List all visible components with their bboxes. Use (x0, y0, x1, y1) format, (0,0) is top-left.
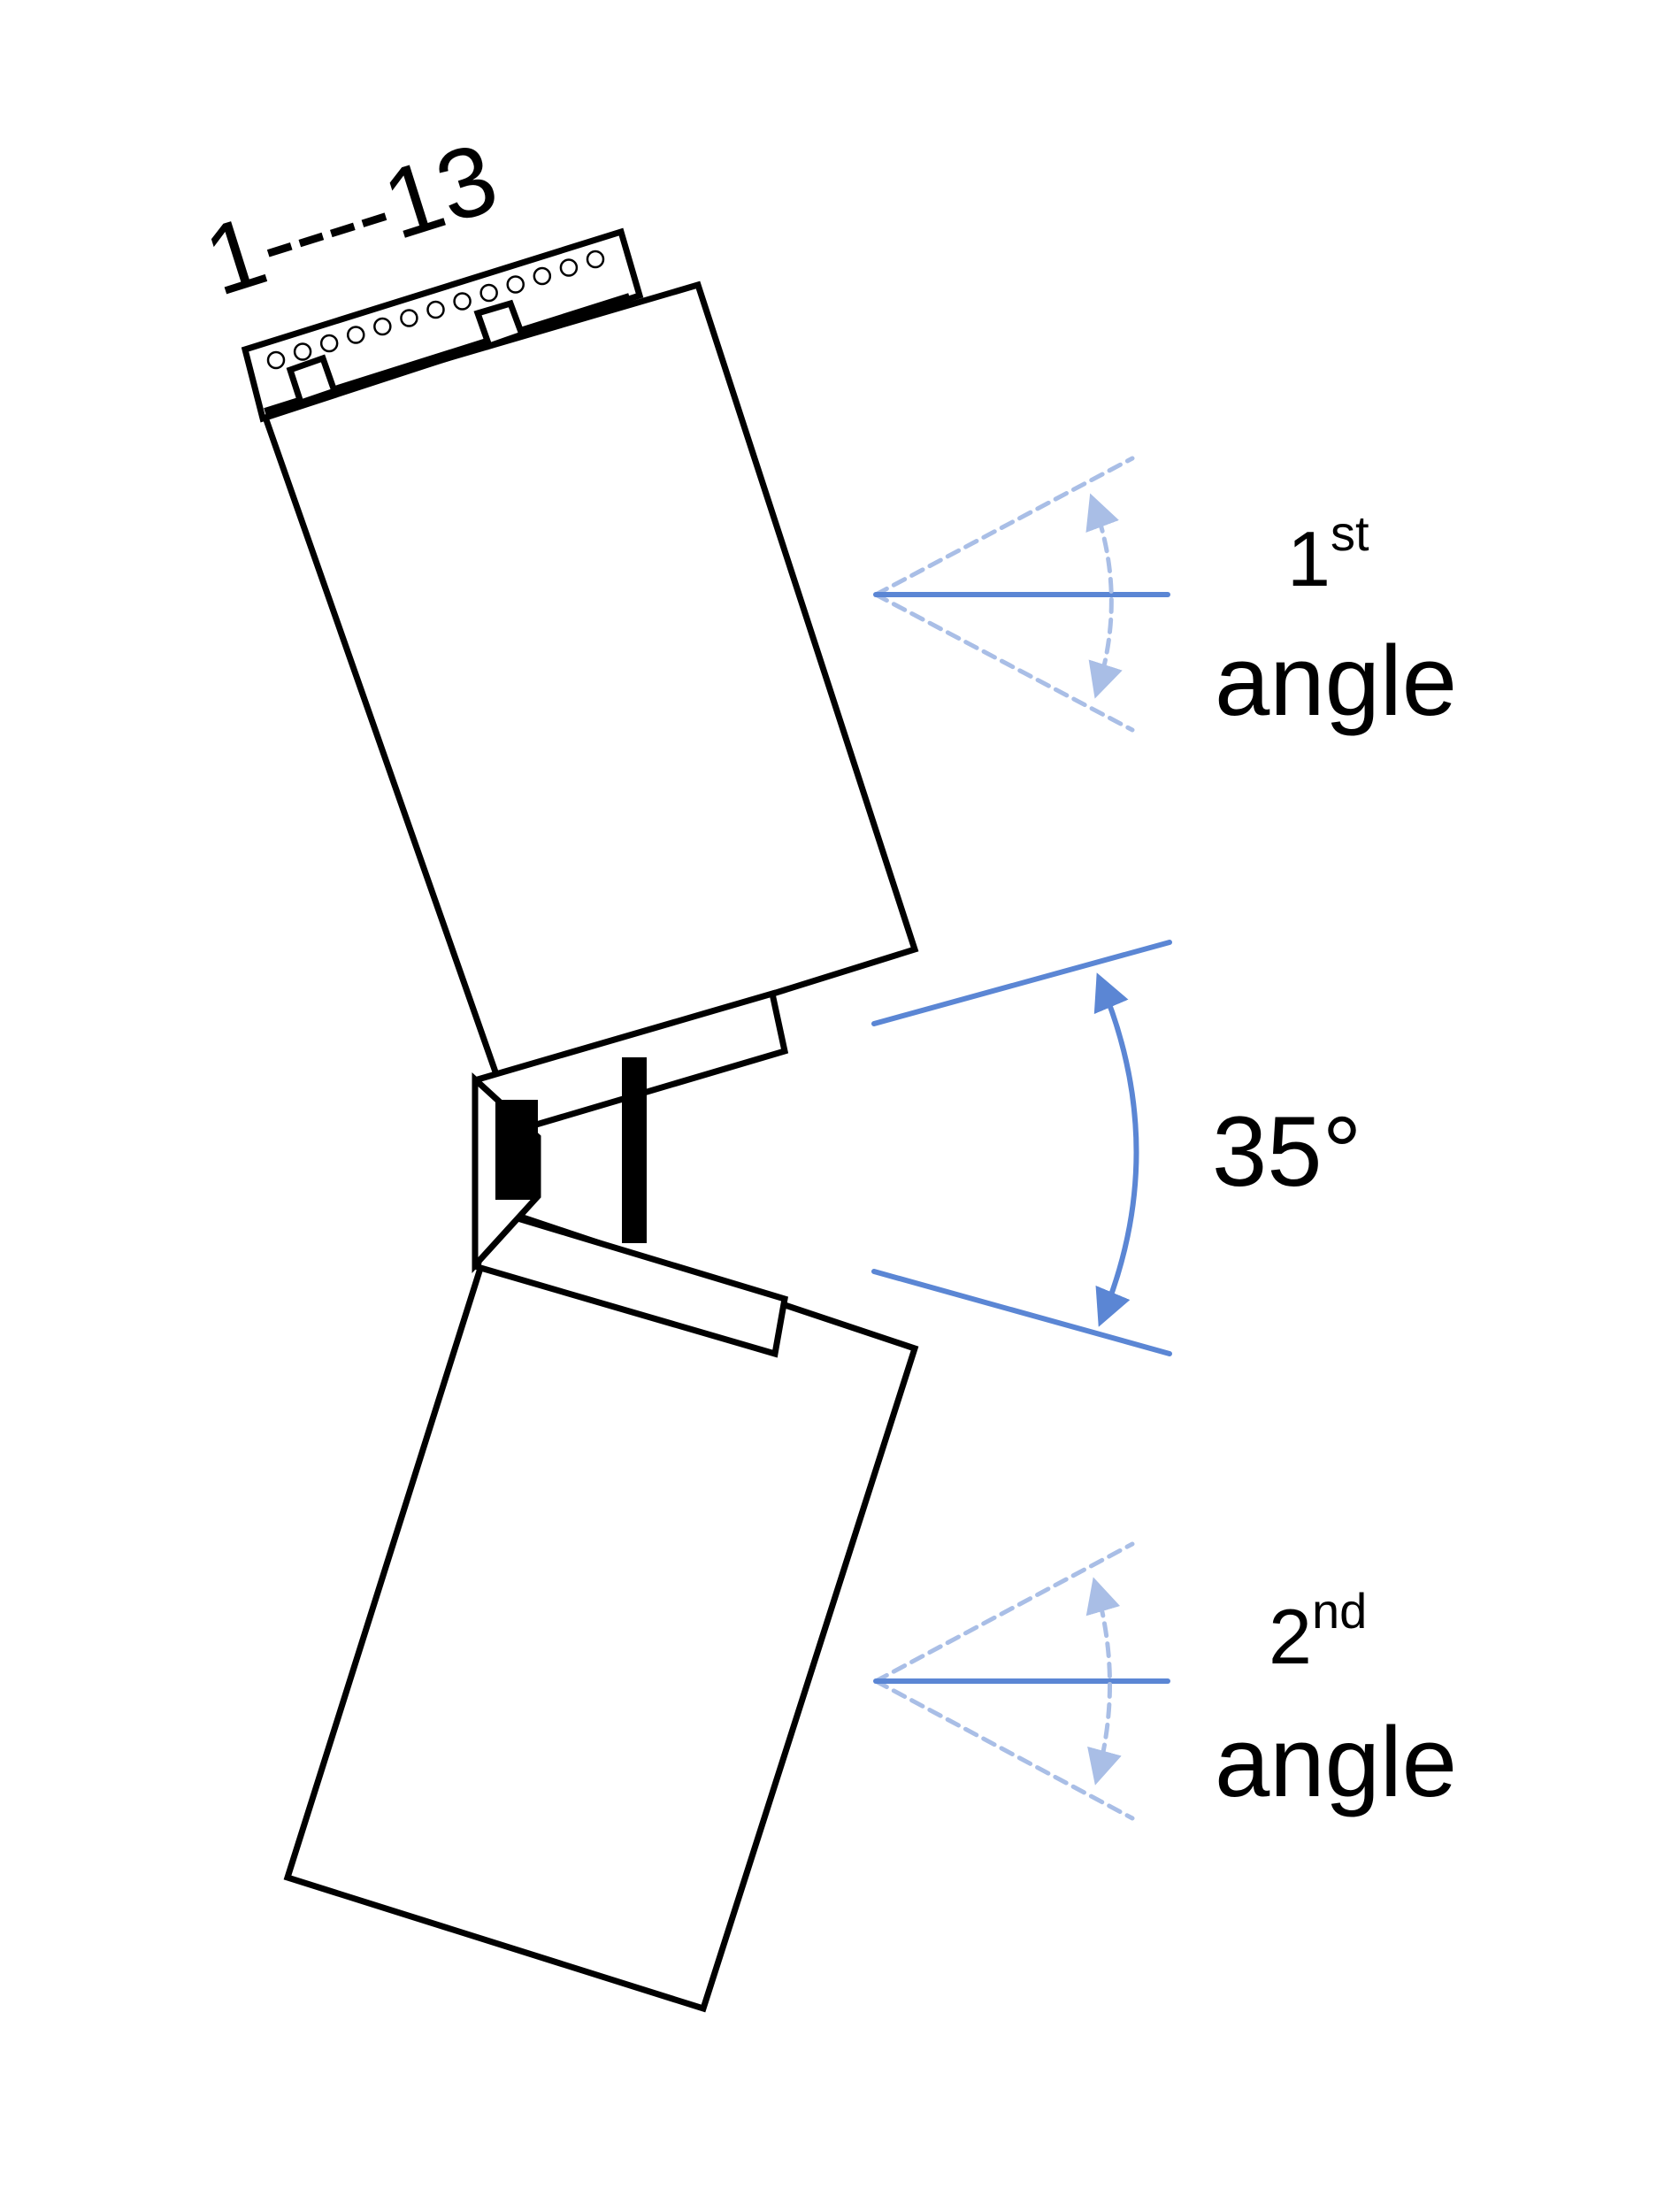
tilt-angle-upper-line (871, 940, 1172, 1026)
second-angle-dashed-lower (873, 1678, 1135, 1821)
first-angle-indicator (873, 456, 1170, 733)
first-angle-number: 1 (1287, 515, 1331, 603)
first-angle-suffix: st (1331, 505, 1369, 561)
connector-latch-left (286, 354, 339, 407)
first-angle-sweep-arrow (1085, 493, 1123, 699)
first-angle-label-word: angle (1215, 626, 1457, 736)
tilt-angle-value-label: 35° (1212, 1096, 1361, 1207)
connector-pin (453, 292, 472, 311)
tilt-angle-indicator (871, 940, 1172, 1356)
tilt-angle-sweep-arrow (1093, 972, 1139, 1327)
first-angle-dashed-lower (873, 592, 1135, 733)
connector-pin (319, 334, 339, 353)
second-angle-label-number: 2nd (1269, 1583, 1367, 1680)
first-angle-label-number: 1st (1287, 505, 1369, 603)
connector-pin (479, 283, 498, 303)
connector-pins (266, 250, 605, 370)
connector-pin (373, 317, 392, 336)
tilt-angle-lower-line (871, 1269, 1172, 1356)
connector-pin (426, 300, 445, 319)
connector-pin (347, 326, 365, 344)
hinge-pin-bar (622, 1057, 647, 1243)
upper-arm-body (259, 280, 919, 1084)
connector-pin (559, 258, 579, 277)
connector-pin (400, 309, 418, 327)
second-angle-dashed-upper (873, 1541, 1135, 1684)
connector-pin (266, 350, 286, 370)
second-angle-indicator (873, 1541, 1170, 1821)
second-angle-number: 2 (1269, 1593, 1312, 1680)
lower-arm-body (283, 1205, 919, 2013)
hinge-block (495, 1100, 538, 1200)
connector-pin (506, 275, 525, 294)
first-angle-dashed-upper (873, 456, 1135, 597)
connector-pin (586, 250, 605, 269)
connector-pin (533, 266, 552, 286)
second-angle-sweep-arrow (1085, 1577, 1122, 1786)
connector-pin (293, 342, 312, 361)
connector-latch-right (473, 299, 526, 350)
second-angle-label-word: angle (1215, 1707, 1457, 1817)
second-angle-suffix: nd (1312, 1583, 1367, 1639)
